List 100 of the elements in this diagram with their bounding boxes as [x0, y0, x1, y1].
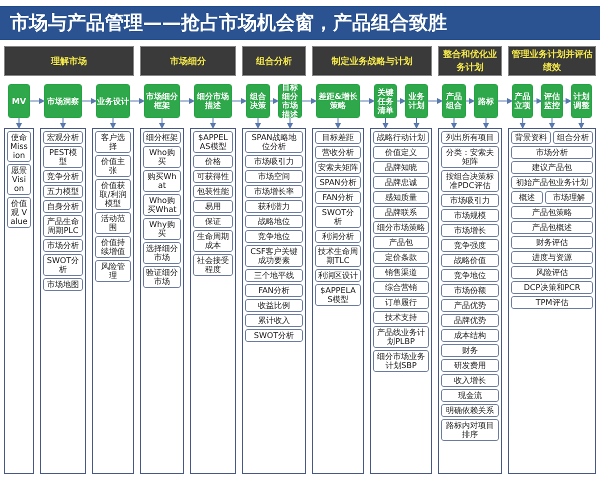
topic-box: 竞争地位 — [245, 230, 303, 243]
topic-box: 产品优势 — [441, 299, 499, 312]
arrow — [360, 98, 375, 104]
topic-box: 活动范围 — [95, 212, 131, 234]
detail-panel — [312, 128, 364, 474]
topic-box: 安索夫矩阵 — [315, 161, 361, 174]
topic-box: 包装性能 — [193, 185, 233, 198]
topic-box: 按组合决策标准PDC评估 — [441, 170, 499, 192]
topic-box: 技术生命周期TLC — [315, 245, 361, 267]
topic-box: 风险管理 — [95, 260, 131, 282]
detail-panel — [140, 128, 184, 474]
step-box: 关键任务清单 — [374, 84, 397, 118]
topic-box: 产品包概述 — [511, 221, 593, 234]
topic-box: 价值获取/利润模型 — [95, 179, 131, 210]
topic-box: 市场吸引力 — [441, 194, 499, 207]
arrow — [396, 98, 406, 104]
topic-box: 社会接受程度 — [193, 254, 233, 276]
step-box: 市场洞察 — [44, 84, 82, 118]
topic-box: 获利潜力 — [245, 200, 303, 213]
topic-box: FAN分析 — [315, 191, 361, 204]
topic-box: 概述 — [511, 191, 543, 204]
topic-box: 产品生命周期PLC — [43, 215, 83, 237]
topic-box: 客户选择 — [95, 131, 131, 153]
topic-box: 市场空间 — [245, 170, 303, 183]
topic-box: 价值主张 — [95, 155, 131, 177]
arrow — [30, 98, 45, 104]
detail-panel — [438, 128, 502, 474]
topic-box: 选择细分市场 — [143, 242, 181, 264]
topic-box: 战略行动计划 — [373, 131, 429, 144]
topic-box: 产品包策略 — [511, 206, 593, 219]
topic-box: 技术支持 — [373, 311, 429, 324]
topic-box: $APPELAS模型 — [193, 131, 233, 153]
phase-band: 理解市场 — [4, 46, 134, 76]
topic-box: 营收分析 — [315, 146, 361, 159]
topic-box: 自身分析 — [43, 200, 83, 213]
detail-panel — [92, 128, 134, 474]
topic-box: 战略价值 — [441, 254, 499, 267]
phase-band: 管理业务计划并评估绩效 — [508, 46, 596, 76]
topic-box: 成本结构 — [441, 329, 499, 342]
arrow — [159, 118, 165, 129]
arrow — [466, 98, 475, 104]
arrow — [549, 118, 555, 129]
arrow — [110, 118, 116, 129]
topic-box: 订单履行 — [373, 296, 429, 309]
topic-box: TPM评估 — [511, 296, 593, 309]
topic-box: 利润区设计 — [315, 269, 361, 282]
topic-box: 初始产品包业务计划 — [511, 176, 593, 189]
topic-box: 价值持续增值 — [95, 236, 131, 258]
step-box: 目标细分市场描述 — [278, 84, 302, 118]
step-box: 路标 — [474, 84, 498, 118]
topic-box: 验证细分市场 — [143, 266, 181, 288]
detail-panel — [4, 128, 34, 474]
detail-panel — [190, 128, 236, 474]
topic-box: SPAN战略地位分析 — [245, 131, 303, 153]
topic-box: 市场地图 — [43, 278, 83, 291]
arrow — [270, 98, 279, 104]
topic-box: 购买What — [143, 170, 181, 192]
topic-box: SWOT分析 — [315, 206, 361, 228]
topic-box: 细分框架 — [143, 131, 181, 144]
title-banner: 市场与产品管理——抢占市场机会窗，产品组合致胜 — [0, 6, 600, 40]
step-box: 组合决策 — [246, 84, 270, 118]
topic-box: 利润分析 — [315, 230, 361, 243]
topic-box: 累计收入 — [245, 314, 303, 327]
step-box: 计划调整 — [570, 84, 592, 118]
topic-box: 三个地平线 — [245, 269, 303, 282]
topic-box: 品牌知晓 — [373, 161, 429, 174]
topic-box: 建议产品包 — [511, 161, 593, 174]
topic-box: 财务评估 — [511, 236, 593, 249]
topic-box: 竞争强度 — [441, 239, 499, 252]
topic-box: 战略地位 — [245, 215, 303, 228]
topic-box: 保证 — [193, 215, 233, 228]
topic-box: 综合营销 — [373, 281, 429, 294]
topic-box: 研发费用 — [441, 359, 499, 372]
step-box: 业务设计 — [96, 84, 130, 118]
arrow — [382, 118, 388, 129]
topic-box: Who购买 — [143, 146, 181, 168]
step-box: MV — [8, 84, 30, 118]
step-box: 业务计划 — [405, 84, 428, 118]
topic-box: 竞争地位 — [441, 269, 499, 282]
topic-box: 五力模型 — [43, 185, 83, 198]
arrow — [287, 118, 293, 129]
topic-box: 市场增长率 — [245, 185, 303, 198]
topic-box: 价值定义 — [373, 146, 429, 159]
phase-band: 制定业务战略与计划 — [312, 46, 432, 76]
topic-box: 愿景 Vision — [7, 164, 31, 195]
step-box: 差距&增长策略 — [316, 84, 360, 118]
arrow — [255, 118, 261, 129]
topic-box: 收益比例 — [245, 299, 303, 312]
arrow — [60, 118, 66, 129]
topic-box: PEST模型 — [43, 146, 83, 168]
phase-band: 整合和优化业务计划 — [438, 46, 502, 76]
detail-panel — [370, 128, 432, 474]
topic-box: 可获得性 — [193, 170, 233, 183]
topic-box: 目标差距 — [315, 131, 361, 144]
topic-box: CSF客户关键成功要素 — [245, 245, 303, 267]
arrow — [232, 98, 247, 104]
topic-box: 路标内对项目排序 — [441, 419, 499, 441]
topic-box: Why购买 — [143, 218, 181, 240]
topic-box: 收入增长 — [441, 374, 499, 387]
arrow — [562, 98, 572, 104]
